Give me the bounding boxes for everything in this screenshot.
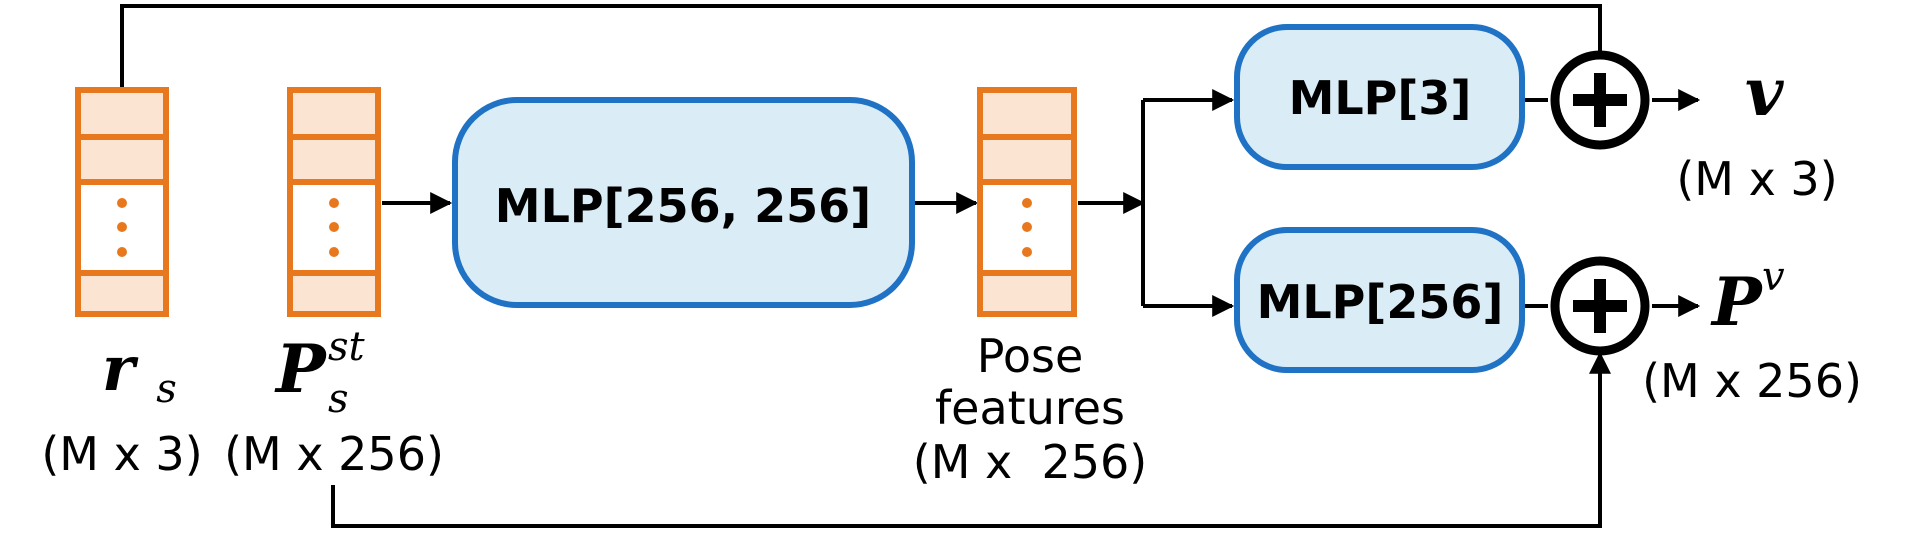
rs-symbol: r xyxy=(102,332,139,405)
svg-text:r s: r s xyxy=(102,332,177,412)
output-pv-dims: (M x 256) xyxy=(1642,354,1862,408)
vertical-ellipsis-icon xyxy=(1022,198,1032,257)
mlp-top-label: MLP[3] xyxy=(1289,71,1472,125)
feature-stack-pose xyxy=(977,87,1077,317)
skip-connection-pst xyxy=(331,351,1611,528)
label-rs: r s xyxy=(102,332,177,412)
output-v-dims: (M x 3) xyxy=(1676,152,1837,206)
output-pv-symbol: P xyxy=(1710,263,1764,341)
rs-subscript: s xyxy=(156,366,177,412)
vertical-ellipsis-icon xyxy=(329,198,339,257)
plus-circle-icon xyxy=(1550,256,1650,356)
output-v-symbol: v xyxy=(1745,53,1784,131)
mlp-bottom-block: MLP[256] xyxy=(1234,227,1525,373)
pose-features-line1: Pose xyxy=(977,329,1084,383)
connectors xyxy=(120,4,1701,528)
label-pv: P v xyxy=(1710,254,1785,341)
pst-superscript: st xyxy=(328,324,366,370)
pose-features-dims: (M x 256) xyxy=(913,435,1147,489)
label-pst: P st s xyxy=(274,324,366,422)
mlp-main-label: MLP[256, 256] xyxy=(495,179,871,233)
feature-stack-rs xyxy=(75,87,169,317)
vertical-ellipsis-icon xyxy=(117,198,127,257)
output-pv-superscript: v xyxy=(1762,254,1785,300)
pst-dims: (M x 256) xyxy=(224,427,444,481)
pst-subscript: s xyxy=(328,376,349,422)
pst-symbol: P xyxy=(274,330,328,408)
rs-dims: (M x 3) xyxy=(41,427,202,481)
mlp-main-block: MLP[256, 256] xyxy=(452,97,915,308)
pose-features-line2: features xyxy=(935,381,1125,435)
skip-connection-rs xyxy=(120,4,1611,90)
mlp-top-block: MLP[3] xyxy=(1234,24,1525,170)
mlp-bottom-label: MLP[256] xyxy=(1257,275,1504,329)
feature-stack-pst xyxy=(287,87,381,317)
plus-circle-icon xyxy=(1550,50,1650,150)
svg-text:P: P xyxy=(274,330,328,408)
